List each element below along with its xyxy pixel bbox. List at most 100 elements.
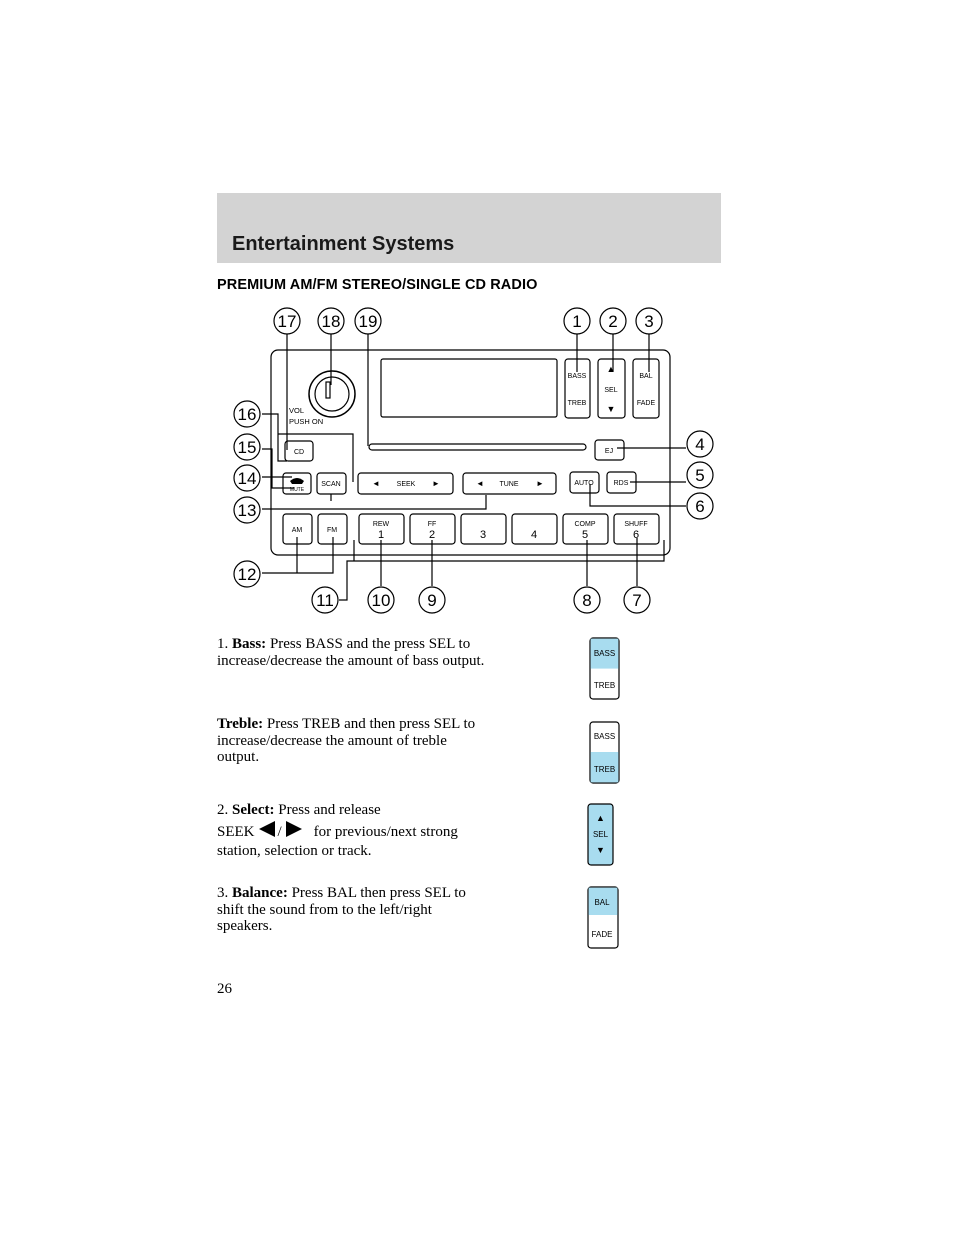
- tune-button[interactable]: [462, 472, 557, 495]
- sel-button-illustration: ▲ SEL ▼: [587, 803, 614, 866]
- svg-text:6: 6: [695, 497, 704, 516]
- treble-term: Treble:: [217, 716, 264, 732]
- select-term: Select:: [232, 802, 275, 818]
- eject-button[interactable]: [594, 439, 625, 461]
- preset-5-button[interactable]: [562, 513, 609, 545]
- svg-text:10: 10: [372, 591, 391, 610]
- phone-icon: [290, 478, 304, 484]
- callout-14: 14: [233, 464, 261, 492]
- callout-18: 18: [317, 307, 345, 335]
- preset-2-top-label: FF: [428, 521, 437, 528]
- seek-right-icon: ►: [432, 479, 440, 488]
- bass-label: BASS: [568, 373, 587, 380]
- bal-fade-button[interactable]: [632, 358, 660, 419]
- volume-knob[interactable]: [308, 370, 356, 418]
- push-on-label: PUSH ON: [289, 417, 323, 426]
- svg-text:17: 17: [278, 312, 297, 331]
- cd-label: CD: [294, 449, 304, 456]
- svg-text:16: 16: [238, 405, 257, 424]
- preset-2-number: 2: [429, 529, 435, 541]
- svg-text:▲: ▲: [596, 813, 605, 823]
- preset-4-number: 4: [531, 529, 537, 541]
- svg-text:5: 5: [695, 466, 704, 485]
- bass-button-illustration: BASS TREB: [589, 637, 620, 700]
- seek-left-icon: ◄: [372, 479, 380, 488]
- callout-10: 10: [367, 586, 395, 614]
- header-band: Entertainment Systems: [217, 193, 721, 263]
- radio-faceplate: [270, 349, 671, 556]
- svg-text:TREB: TREB: [594, 681, 615, 690]
- leader-6: [589, 484, 686, 507]
- seek-label: SEEK: [397, 481, 416, 488]
- callout-7: 7: [623, 586, 651, 614]
- callout-13: 13: [233, 496, 261, 524]
- treble-description: Treble: Press TREB and then press SEL to…: [217, 716, 476, 765]
- radio-diagram: VOL PUSH ON BASS TREB ▲ SEL ▼ BAL FADE C…: [233, 307, 714, 614]
- svg-text:14: 14: [238, 469, 257, 488]
- sel-button[interactable]: [597, 358, 626, 419]
- svg-text:12: 12: [238, 565, 257, 584]
- volume-knob-indicator: [325, 381, 331, 399]
- mute-button[interactable]: [282, 472, 312, 495]
- seek-button[interactable]: [357, 472, 454, 495]
- svg-text:9: 9: [427, 591, 436, 610]
- svg-text:2: 2: [608, 312, 617, 331]
- preset-6-number: 6: [633, 529, 639, 541]
- svg-text:BAL: BAL: [594, 898, 610, 907]
- preset-5-number: 5: [582, 529, 588, 541]
- sel-label: SEL: [604, 387, 617, 394]
- balance-term: Balance:: [232, 885, 288, 901]
- auto-label: AUTO: [574, 480, 594, 487]
- svg-text:TREB: TREB: [594, 765, 615, 774]
- am-label: AM: [292, 527, 303, 534]
- callout-11: 11: [311, 586, 339, 614]
- section-heading: PREMIUM AM/FM STEREO/SINGLE CD RADIO: [217, 277, 538, 293]
- callout-19: 19: [354, 307, 382, 335]
- svg-text:8: 8: [582, 591, 591, 610]
- callout-6: 6: [686, 492, 714, 520]
- callout-12: 12: [233, 560, 261, 588]
- tune-right-icon: ►: [536, 479, 544, 488]
- cd-button[interactable]: [284, 440, 314, 462]
- svg-text:FADE: FADE: [592, 930, 613, 939]
- bass-description: 1. Bass: Press BASS and the press SEL to…: [217, 636, 485, 669]
- leader-11: [339, 540, 665, 601]
- leader-16: [262, 413, 354, 482]
- svg-text:3: 3: [644, 312, 653, 331]
- ej-label: EJ: [605, 448, 613, 455]
- callout-1: 1: [563, 307, 591, 335]
- callout-17: 17: [273, 307, 301, 335]
- seek-left-icon: [258, 820, 275, 837]
- sel-down-icon: ▼: [607, 404, 616, 414]
- svg-text:18: 18: [322, 312, 341, 331]
- rds-label: RDS: [614, 480, 629, 487]
- callout-4: 4: [686, 430, 714, 458]
- svg-text:19: 19: [359, 312, 378, 331]
- svg-text:13: 13: [238, 501, 257, 520]
- svg-text:BASS: BASS: [594, 649, 615, 658]
- svg-text:▼: ▼: [596, 845, 605, 855]
- preset-3-button[interactable]: [460, 513, 507, 545]
- sel-up-icon: ▲: [607, 364, 616, 374]
- leader-15: [262, 448, 294, 489]
- fm-label: FM: [327, 527, 337, 534]
- callout-8: 8: [573, 586, 601, 614]
- page-title: Entertainment Systems: [232, 233, 455, 255]
- svg-text:7: 7: [632, 591, 641, 610]
- preset-5-top-label: COMP: [575, 521, 596, 528]
- display-window: [380, 358, 558, 418]
- tune-left-icon: ◄: [476, 479, 484, 488]
- callout-5: 5: [686, 461, 714, 489]
- bal-label: BAL: [639, 373, 652, 380]
- preset-4-button[interactable]: [511, 513, 558, 545]
- treb-label: TREB: [568, 400, 587, 407]
- svg-text:BASS: BASS: [594, 732, 615, 741]
- balance-description: 3. Balance: Press BAL then press SEL to …: [217, 885, 466, 934]
- tune-label: TUNE: [499, 481, 518, 488]
- vol-label: VOL: [289, 406, 304, 415]
- treb-button-illustration: BASS TREB: [589, 721, 620, 784]
- svg-text:11: 11: [316, 591, 334, 610]
- auto-button[interactable]: [569, 471, 600, 494]
- volume-knob-inner: [314, 376, 350, 412]
